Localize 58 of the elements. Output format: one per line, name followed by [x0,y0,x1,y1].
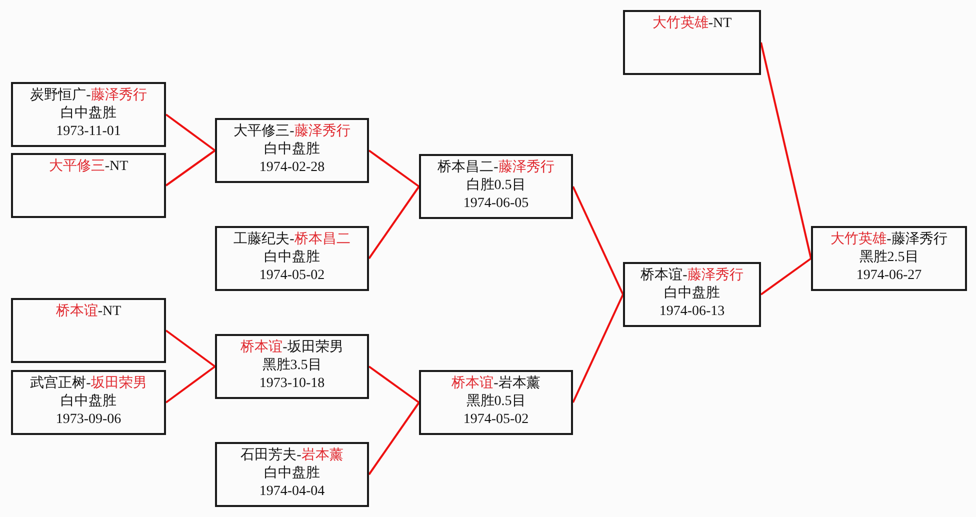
players-text: 桥本昌二-藤泽秀行 [438,159,554,177]
result-text: 黑胜2.5目 [859,249,919,267]
match-box [215,226,369,291]
connector-line [572,294,624,403]
connector-line [368,150,420,188]
result-text: 白中盘胜 [60,105,116,123]
connector-line [760,258,812,296]
match-box [11,82,166,147]
connector-line [760,42,812,259]
players-text: 大竹英雄-NT [652,15,732,33]
date-text: 1974-06-27 [856,267,922,285]
result-text: 白中盘胜 [264,249,320,267]
players-text: 桥本谊-NT [56,303,122,321]
result-text: 白中盘胜 [264,465,320,483]
connector-line [572,186,624,295]
date-text: 1973-10-18 [259,375,325,393]
connector-line [165,330,216,368]
players-text: 大竹英雄-藤泽秀行 [830,231,948,249]
connector-line [165,114,216,152]
date-text: 1974-05-02 [463,411,529,429]
match-box [215,442,369,507]
players-text: 桥本谊-藤泽秀行 [640,267,744,285]
players-text: 大平修三-藤泽秀行 [234,123,350,141]
date-text: 1974-06-05 [463,195,529,213]
date-text: 1973-11-01 [56,123,121,141]
date-text: 1974-04-04 [259,483,325,501]
match-box [11,370,166,435]
match-box [11,298,166,363]
date-text: 1974-05-02 [259,267,325,285]
match-box [11,153,166,218]
date-text: 1974-06-13 [659,303,725,321]
result-text: 黑胜0.5目 [466,393,526,411]
match-box [623,262,761,327]
connector-line [368,186,420,260]
date-text: 1973-09-06 [56,411,122,429]
result-text: 白中盘胜 [60,393,116,411]
match-box [215,118,369,183]
connector-line [165,366,216,404]
players-text: 石田芳夫-岩本薰 [240,447,344,465]
players-text: 桥本谊-坂田荣男 [240,339,344,357]
match-box [215,334,369,399]
result-text: 黑胜3.5目 [262,357,322,375]
players-text: 工藤纪夫-桥本昌二 [234,231,350,249]
players-text: 桥本谊-岩本薰 [452,375,540,393]
players-text: 炭野恒广-藤泽秀行 [30,87,147,105]
result-text: 白胜0.5目 [466,177,526,195]
result-text: 白中盘胜 [264,141,320,159]
result-text: 白中盘胜 [664,285,720,303]
date-text: 1974-02-28 [259,159,325,177]
connector-line [368,366,420,404]
match-box [811,226,967,291]
connector-line [165,150,216,186]
players-text: 武宫正树-坂田荣男 [30,375,147,393]
players-text: 大平修三-NT [48,158,128,176]
match-box [623,10,761,75]
connector-line [368,402,420,476]
match-box [419,154,573,219]
match-box [419,370,573,435]
